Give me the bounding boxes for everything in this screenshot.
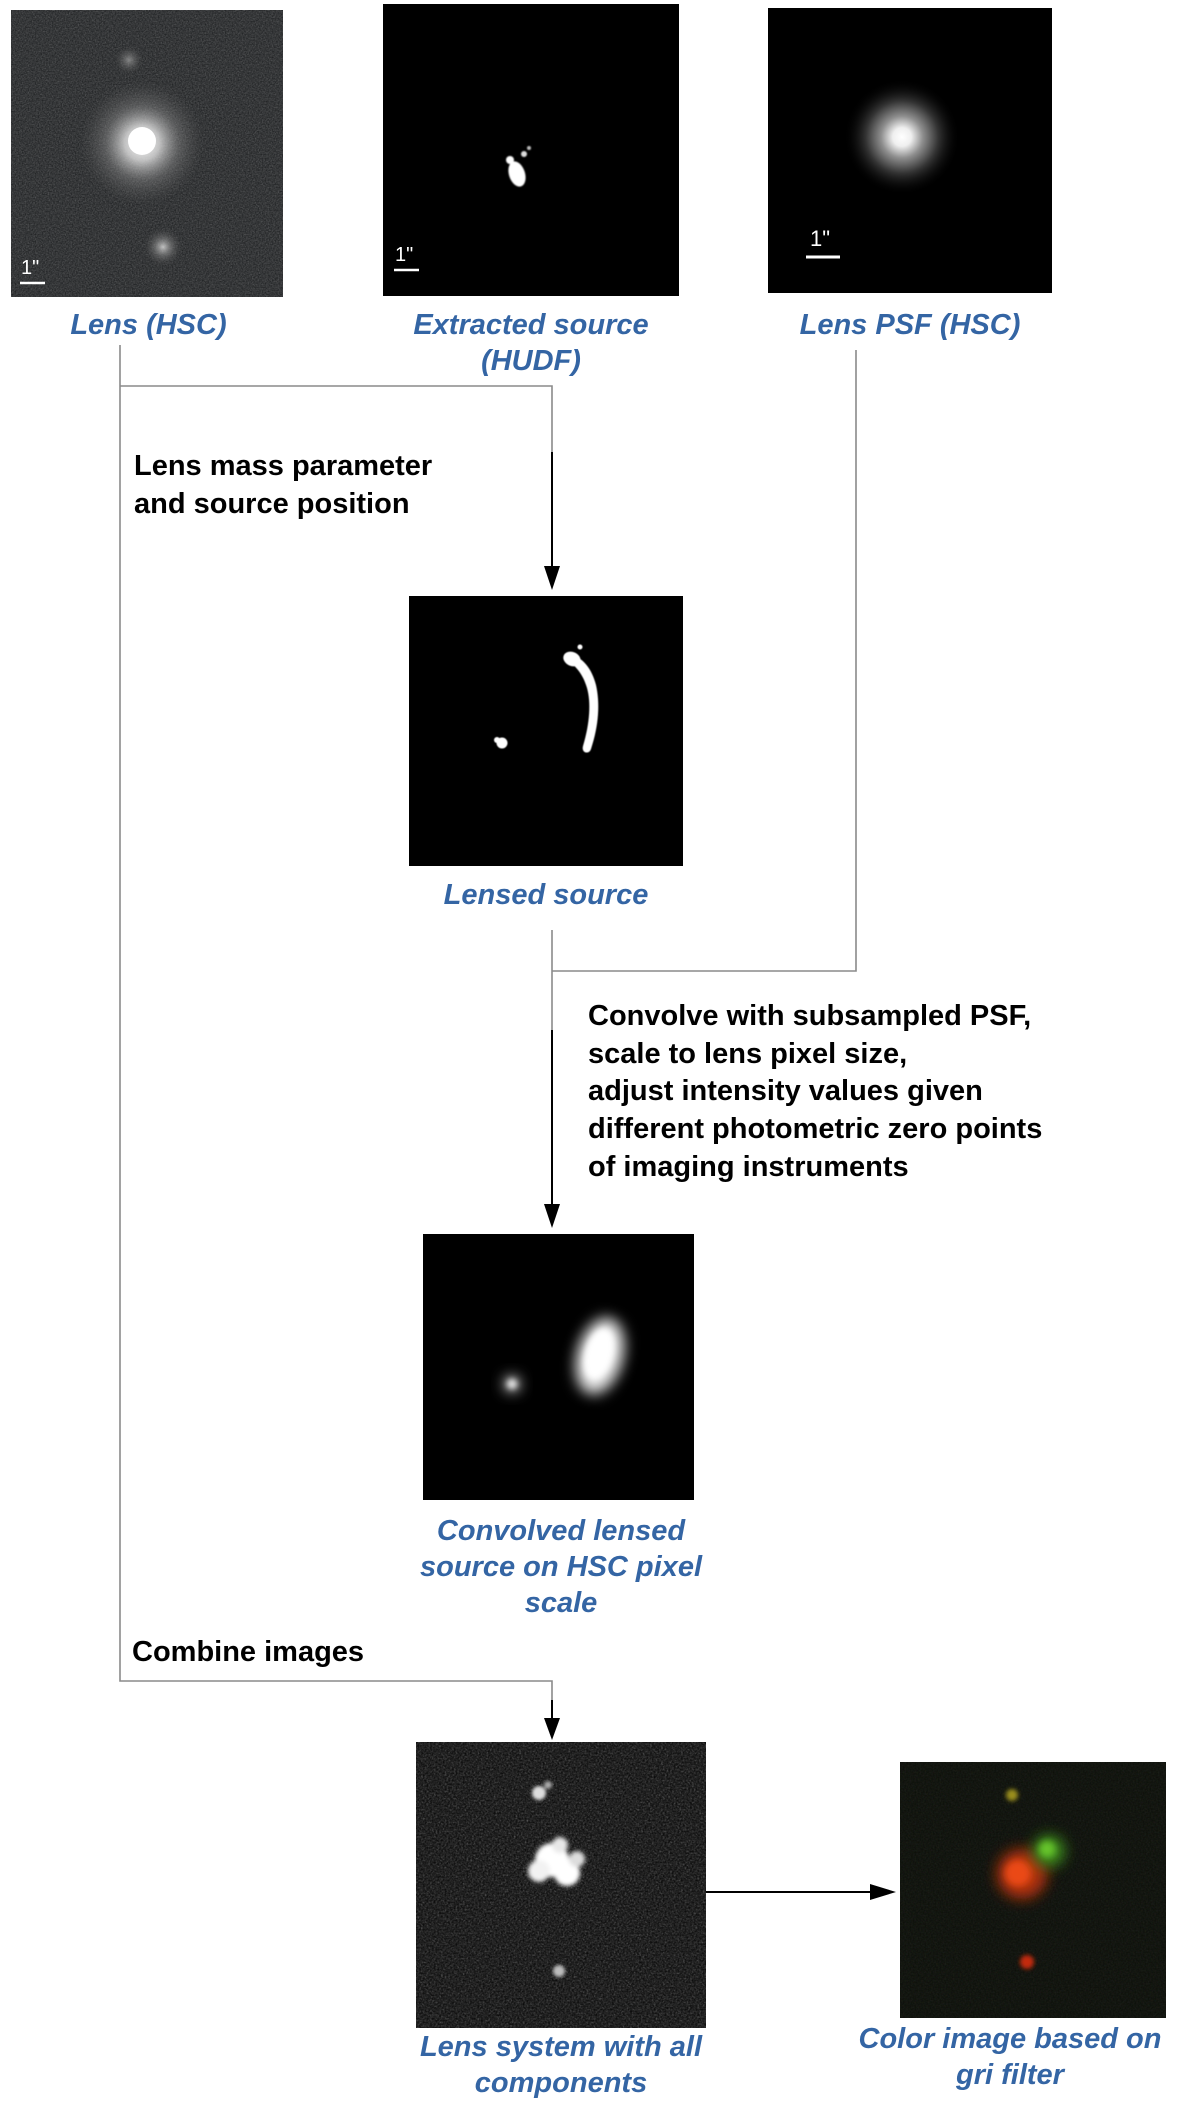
convolve-label: Convolve with subsampled PSF, scale to l… bbox=[588, 1000, 1043, 1183]
panel-extracted-source: 1" bbox=[383, 4, 679, 296]
extracted-source-caption: Extracted source (HUDF) bbox=[413, 309, 649, 377]
color-image-caption: Color image based on gri filter bbox=[858, 2023, 1162, 2091]
faint-blob bbox=[115, 46, 143, 74]
red-lens-core bbox=[1005, 1860, 1031, 1886]
lens-system-image bbox=[416, 1742, 706, 2028]
lens-system-caption: Lens system with all components bbox=[419, 2031, 703, 2099]
lens-system-noise bbox=[416, 1742, 706, 2028]
green-arc-core bbox=[1039, 1841, 1055, 1857]
connector-source-branch bbox=[120, 385, 553, 452]
lens-mass-label: Lens mass parameter and source position bbox=[134, 450, 433, 520]
lensed-source-background bbox=[409, 596, 683, 866]
lower-red-dot bbox=[1020, 1955, 1034, 1969]
upper-dot bbox=[1006, 1789, 1018, 1801]
lens-psf-image: 1" bbox=[768, 8, 1052, 293]
lens-psf-caption: Lens PSF (HSC) bbox=[799, 309, 1021, 341]
lens-galaxy-core bbox=[128, 127, 156, 155]
panel-lens-psf: 1" bbox=[768, 8, 1052, 293]
convolved-background bbox=[423, 1234, 694, 1500]
convolved-arc-core bbox=[583, 1328, 615, 1380]
scalebar-label: 1" bbox=[21, 257, 39, 279]
companion-blob bbox=[144, 228, 182, 266]
panel-lens-hsc: 1" bbox=[11, 10, 283, 297]
panel-color-image bbox=[900, 1762, 1166, 2018]
lensed-arc bbox=[563, 644, 599, 753]
lower-blob bbox=[553, 1965, 565, 1977]
panel-lensed-source bbox=[409, 596, 683, 866]
lensed-source-caption: Lensed source bbox=[443, 879, 649, 911]
counter-image-blob bbox=[494, 737, 508, 749]
scalebar-label: 1" bbox=[395, 244, 413, 266]
arrowhead-into-color-image bbox=[870, 1884, 896, 1900]
color-gri-image bbox=[900, 1762, 1166, 2018]
convolved-source-caption: Convolved lensed source on HSC pixel sca… bbox=[419, 1515, 702, 1619]
arrowhead-into-lensed-source bbox=[544, 566, 560, 590]
lens-hsc-caption: Lens (HSC) bbox=[70, 309, 227, 341]
convolved-source-image bbox=[423, 1234, 694, 1500]
lens-hsc-image: 1" bbox=[11, 10, 283, 297]
panel-convolved-source bbox=[423, 1234, 694, 1500]
combine-label: Combine images bbox=[132, 1636, 365, 1668]
lensed-source-image bbox=[409, 596, 683, 866]
extracted-source-background bbox=[383, 4, 679, 296]
scalebar-label: 1" bbox=[810, 226, 830, 251]
psf-blob bbox=[844, 79, 960, 195]
panel-lens-system bbox=[416, 1742, 706, 2028]
upper-blob bbox=[532, 1781, 552, 1800]
arrowhead-into-convolved bbox=[544, 1204, 560, 1228]
convolved-counter-core bbox=[507, 1379, 517, 1389]
source-galaxy-blob bbox=[506, 146, 531, 187]
combined-central-blob bbox=[528, 1837, 585, 1886]
arrowhead-into-lens-system bbox=[544, 1718, 560, 1740]
extracted-source-image: 1" bbox=[383, 4, 679, 296]
